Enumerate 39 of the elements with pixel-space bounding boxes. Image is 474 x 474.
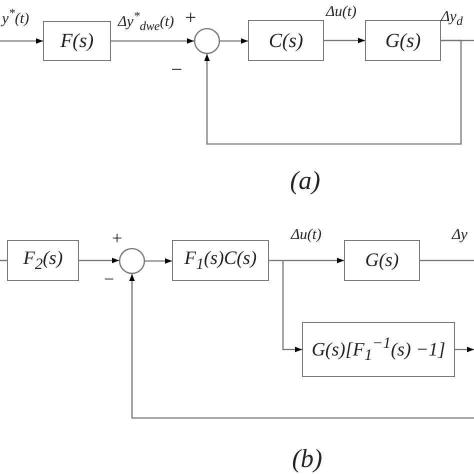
block-label: F$_{1}$(s)C(s): [184, 248, 257, 272]
arrow: [0, 38, 43, 44]
block-label: C(s): [268, 30, 304, 50]
transfer-function-block: [365, 20, 441, 61]
subfigure-label: (b): [292, 446, 322, 472]
arrow: [129, 274, 474, 419]
signal-label: Δu(t): [291, 228, 322, 243]
transfer-function-block: [172, 240, 269, 281]
arrow: [79, 258, 119, 264]
signal-label: Δy$^{*}$$_{dwe}$(t): [118, 10, 174, 32]
arrow: [282, 260, 302, 352]
block-label: G(s)[F$_{1}$$^{−1}$(s) −1]: [312, 336, 446, 364]
signal-label: Δy$_{d}$: [441, 10, 463, 28]
sign-label: −: [171, 60, 182, 80]
transfer-function-block: [302, 322, 455, 377]
transfer-function-block: [7, 240, 79, 281]
transfer-function-block: [344, 240, 420, 281]
signal-label: y$^{*}$(t): [2, 7, 30, 27]
block-label: G(s): [385, 30, 421, 50]
summing-junction: [119, 248, 145, 274]
block-label: F(s): [60, 31, 94, 51]
transfer-function-block: [248, 20, 324, 61]
block-label: F$_{2}$(s): [23, 248, 63, 272]
transfer-function-block: [43, 21, 111, 61]
summing-junction: [194, 28, 220, 54]
sign-label: +: [112, 229, 122, 247]
arrow: [455, 346, 474, 352]
arrow: [324, 38, 365, 44]
signal-label: Δy: [452, 228, 468, 243]
arrow: [111, 38, 194, 44]
arrow: [269, 258, 344, 264]
sign-label: +: [185, 8, 196, 28]
subfigure-label: (a): [290, 168, 320, 194]
sign-label: −: [104, 270, 114, 288]
signal-label: Δu(t): [326, 5, 356, 20]
arrow: [204, 40, 462, 145]
arrow: [220, 38, 248, 44]
arrow: [145, 258, 172, 264]
block-label: G(s): [365, 251, 399, 270]
